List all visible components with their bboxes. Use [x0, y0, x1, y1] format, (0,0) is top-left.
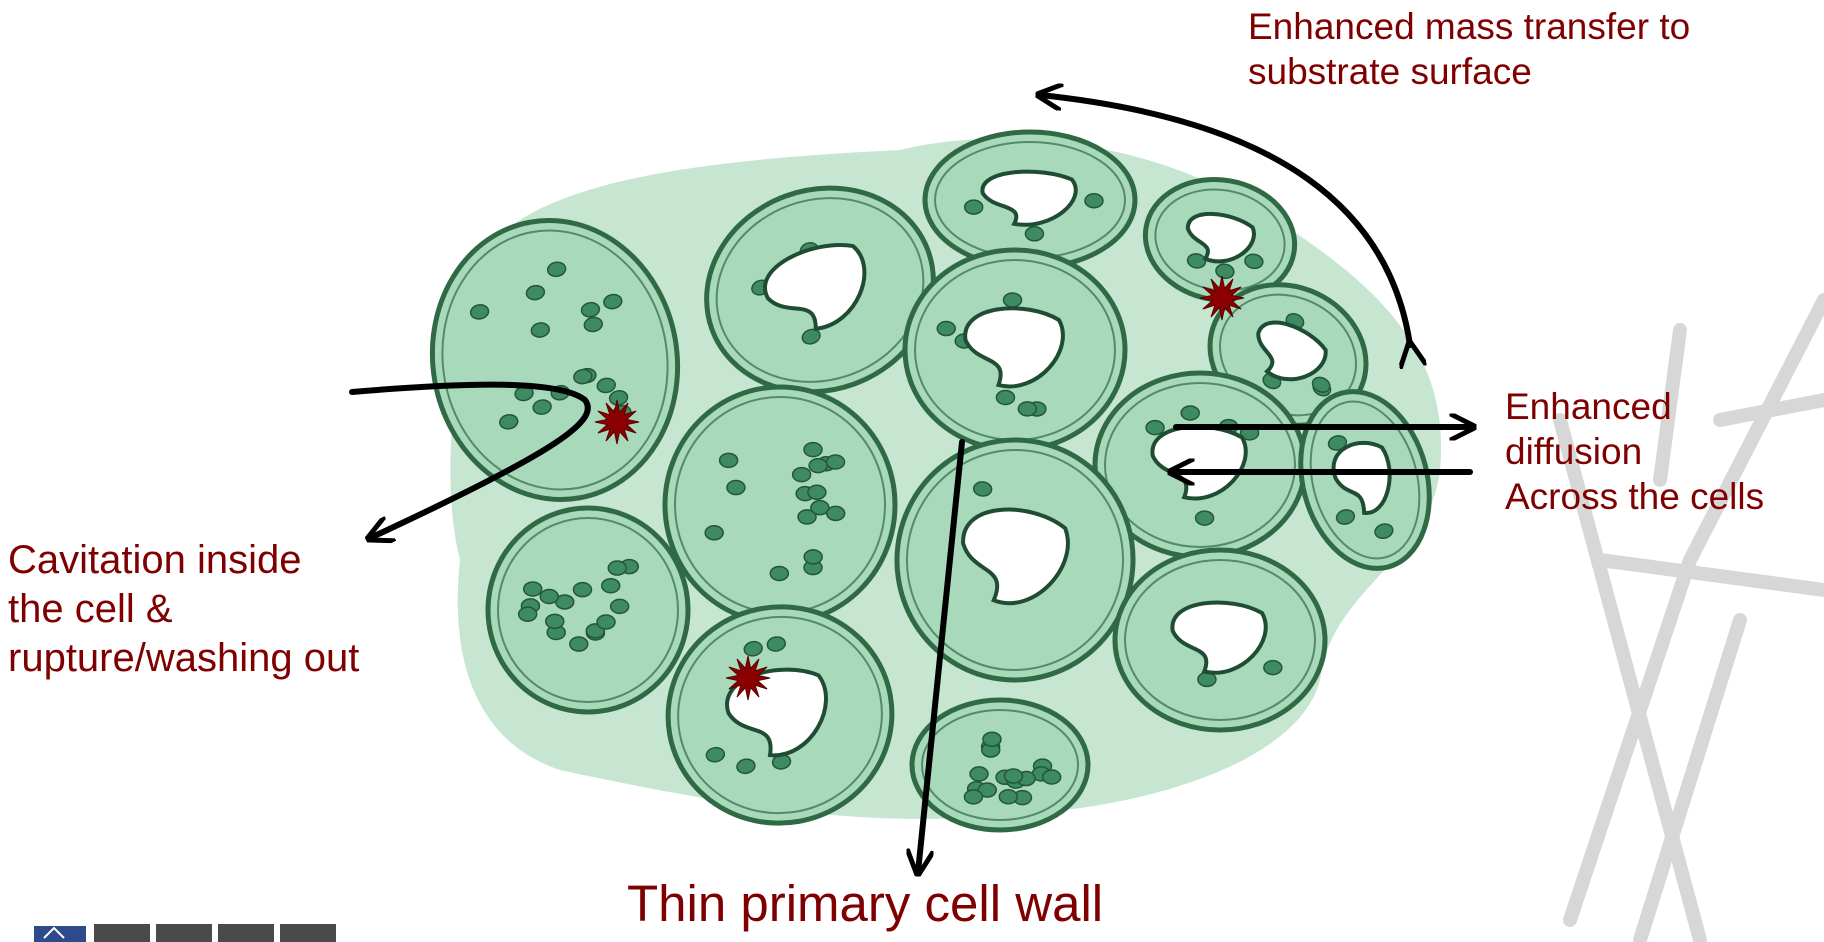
- diffusion-line-1: Enhanced: [1505, 384, 1764, 429]
- diffusion-line-3: Across the cells: [1505, 474, 1764, 519]
- mass-transfer-label: Enhanced mass transfer to substrate surf…: [1248, 4, 1690, 94]
- organization-logo-icon: [34, 922, 354, 942]
- mass-transfer-line-2: substrate surface: [1248, 49, 1690, 94]
- cell-wall-label: Thin primary cell wall: [627, 876, 1103, 932]
- plant-cell: [665, 387, 895, 623]
- cavitation-label: Cavitation inside the cell & rupture/was…: [8, 536, 359, 682]
- cavitation-line-2: the cell &: [8, 585, 359, 634]
- cavitation-line-1: Cavitation inside: [8, 536, 359, 585]
- plant-cell: [925, 132, 1135, 268]
- plant-cell: [905, 250, 1125, 450]
- diffusion-label: Enhanced diffusion Across the cells: [1505, 384, 1764, 519]
- diffusion-line-2: diffusion: [1505, 429, 1764, 474]
- mass-transfer-line-1: Enhanced mass transfer to: [1248, 4, 1690, 49]
- plant-cell: [912, 700, 1088, 830]
- plant-cell: [488, 508, 688, 712]
- cavitation-line-3: rupture/washing out: [8, 634, 359, 683]
- plant-cell: [1115, 550, 1325, 730]
